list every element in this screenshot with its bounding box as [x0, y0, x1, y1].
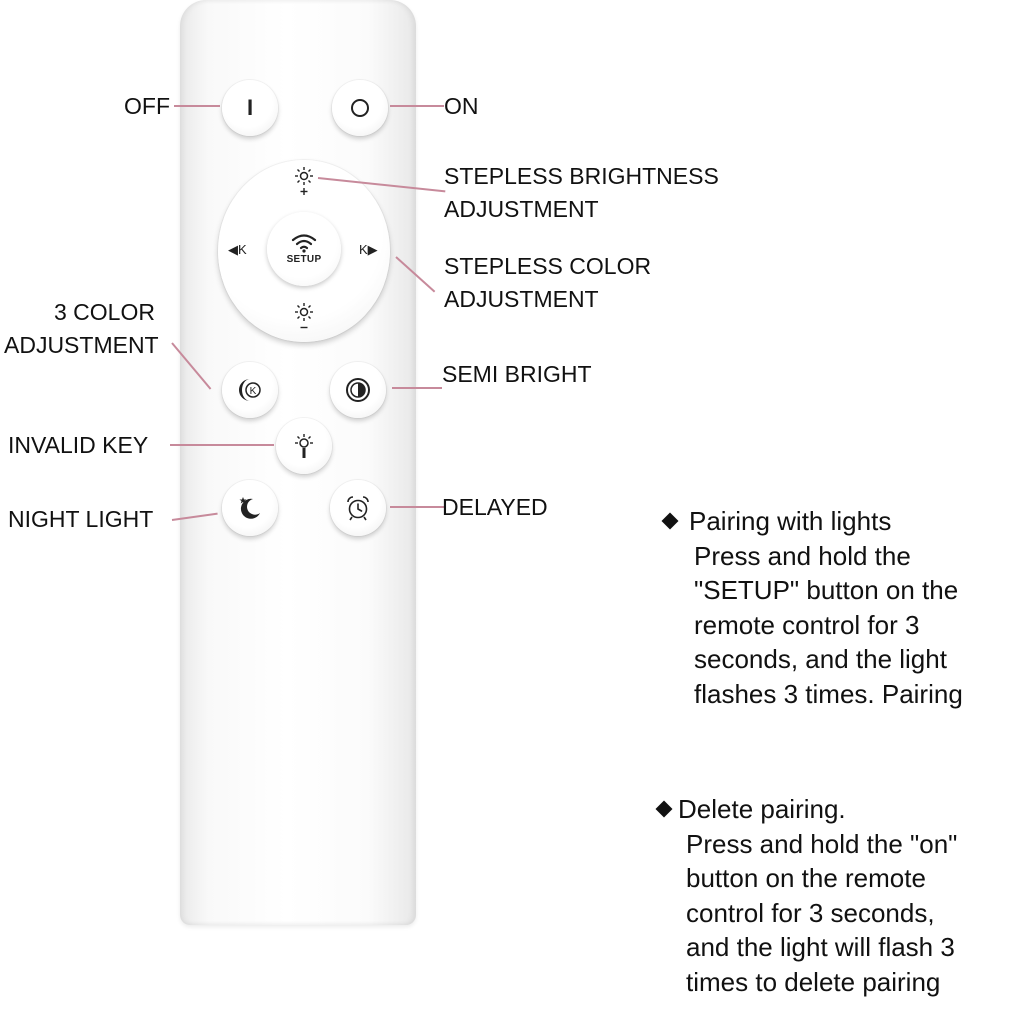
label-color-line2: ADJUSTMENT: [444, 286, 599, 312]
setup-label: SETUP: [286, 254, 322, 265]
delayed-button[interactable]: [330, 480, 386, 536]
label-night-light: NIGHT LIGHT: [8, 506, 154, 532]
label-invalid-key: INVALID KEY: [8, 432, 149, 458]
night-light-button[interactable]: [222, 480, 278, 536]
three-color-icon: K: [239, 379, 261, 401]
invalid-key-button[interactable]: [276, 418, 332, 474]
leader-line-invalid: [170, 444, 274, 446]
three-color-button[interactable]: K: [222, 362, 278, 418]
color-warm-button[interactable]: ◀K: [228, 242, 247, 257]
label-delayed: DELAYED: [442, 494, 548, 520]
delete-line: Press and hold the "on": [686, 828, 958, 859]
power-off-icon: I: [246, 95, 254, 120]
delete-line: times to delete pairing: [686, 966, 941, 997]
delete-line: button on the remote: [686, 863, 926, 893]
pairing-note: Pairing with lights Press and hold the "…: [661, 504, 963, 711]
leader-line-delayed: [390, 506, 444, 508]
pairing-line: remote control for 3: [694, 609, 920, 640]
color-cool-button[interactable]: K▶: [359, 242, 378, 257]
leader-line-off: [174, 105, 220, 107]
semi-bright-button[interactable]: [330, 362, 386, 418]
label-semi-bright: SEMI BRIGHT: [442, 361, 592, 387]
label-brightness-line2: ADJUSTMENT: [444, 196, 599, 222]
label-on: ON: [444, 93, 479, 119]
power-on-icon: [351, 99, 369, 117]
leader-line-on: [390, 105, 444, 107]
delete-line: and the light will flash 3: [686, 932, 955, 962]
label-brightness-line1: STEPLESS BRIGHTNESS: [444, 163, 719, 189]
label-3color-line2: ADJUSTMENT: [4, 332, 159, 358]
pairing-line: Press and hold the: [694, 540, 911, 571]
brightness-down-icon[interactable]: [294, 302, 314, 332]
leader-line-semi: [392, 387, 442, 389]
k-glyph: K: [250, 386, 257, 397]
wifi-icon: [291, 234, 317, 253]
lamp-icon: [295, 434, 313, 458]
off-button[interactable]: I: [222, 80, 278, 136]
delete-line: control for 3 seconds,: [686, 897, 935, 928]
pairing-line: seconds, and the light: [694, 644, 947, 674]
label-off: OFF: [124, 93, 170, 119]
setup-button[interactable]: SETUP: [267, 212, 341, 286]
pairing-line: flashes 3 times. Pairing: [694, 678, 963, 709]
delete-note: Delete pairing. Press and hold the "on" …: [655, 792, 958, 999]
delete-title: Delete pairing.: [655, 792, 957, 827]
alarm-clock-icon: [347, 496, 369, 521]
label-color-line1: STEPLESS COLOR: [444, 253, 652, 279]
diamond-bullet-icon: [661, 512, 679, 530]
moon-star-icon: [239, 497, 260, 519]
label-3color-line1: 3 COLOR: [54, 299, 155, 325]
half-circle-icon: [346, 378, 370, 402]
pairing-line: "SETUP" button on the: [694, 575, 959, 605]
diamond-bullet-icon: [655, 800, 673, 818]
pairing-title: Pairing with lights: [661, 504, 963, 539]
brightness-up-icon[interactable]: [294, 166, 314, 196]
on-button[interactable]: [332, 80, 388, 136]
